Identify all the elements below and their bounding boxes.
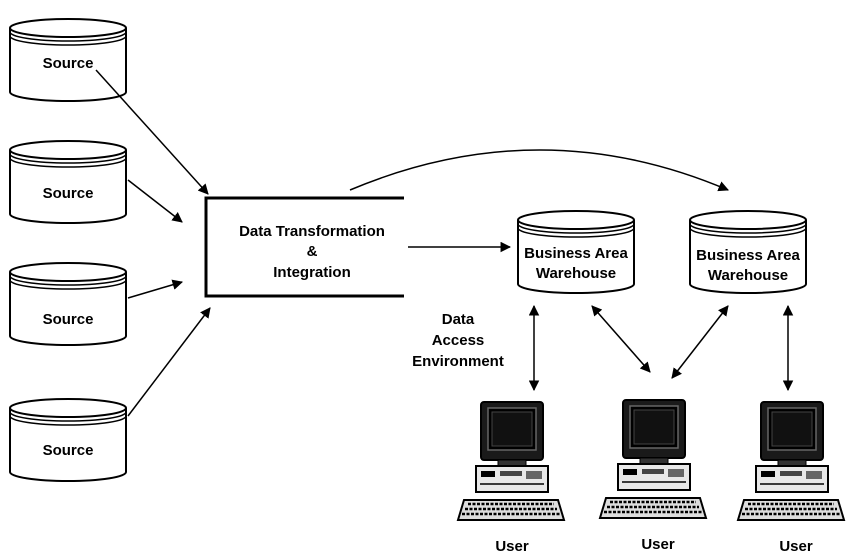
warehouse-line-2: Warehouse [708,267,788,284]
source-label: Source [43,55,94,72]
access-line-3: Environment [412,353,504,370]
source-2-arrow [127,179,183,223]
transform-line-3: Integration [273,264,351,281]
transform-line-2: & [307,243,318,260]
source-1-arrow [95,69,209,195]
source-db-3: Source [9,262,127,346]
user-label: User [641,536,675,553]
computer-icon [598,398,708,520]
database-icon [9,262,127,346]
access-arrow-2 [591,305,651,373]
user-label: User [779,538,813,555]
warehouse-line-2: Warehouse [536,265,616,282]
user-label: User [495,538,529,555]
curved-arrow [349,149,729,192]
warehouse-2: Business Area Warehouse [689,210,807,294]
source-4-arrow [127,307,211,417]
database-icon [9,398,127,482]
transform-line-1: Data Transformation [239,223,385,240]
access-line-1: Data [442,311,475,328]
source-db-1: Source [9,18,127,102]
database-icon [9,140,127,224]
access-line-2: Access [432,332,485,349]
warehouse-line-1: Business Area [696,247,800,264]
warehouse-line-1: Business Area [524,245,628,262]
warehouse-1: Business Area Warehouse [517,210,635,294]
user-workstation-2: User [598,398,708,553]
source-label: Source [43,185,94,202]
transformation-box: Data Transformation & Integration [204,196,404,298]
access-arrow-3 [671,305,729,379]
source-3-arrow [127,279,184,299]
source-db-4: Source [9,398,127,482]
user-workstation-1: User [456,400,566,555]
computer-icon [736,400,846,522]
computer-icon [456,400,566,522]
source-label: Source [43,311,94,328]
source-label: Source [43,442,94,459]
data-access-label: Data Access Environment [412,311,504,370]
source-db-2: Source [9,140,127,224]
user-workstation-3: User [736,400,846,555]
transformation-bracket [204,196,404,298]
